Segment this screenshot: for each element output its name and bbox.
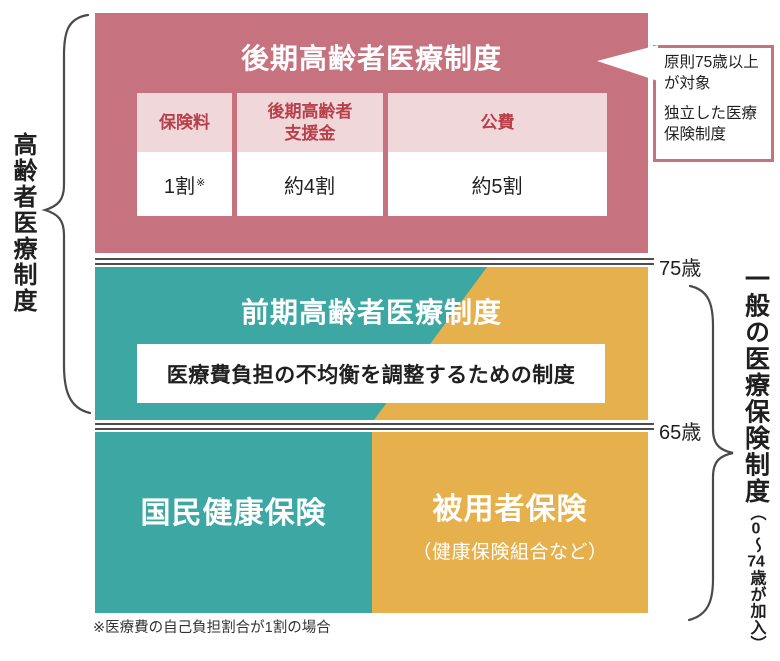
age-75-label: 75歳 <box>659 258 702 280</box>
left-brace <box>41 13 92 415</box>
annotation-line-1: 原則75歳以上 が対象 <box>664 54 759 92</box>
footnote-marker: ※ <box>195 176 206 189</box>
annotation-bubble: 原則75歳以上 が対象 独立した医療 保険制度 <box>653 45 774 162</box>
hiyousha-label: 被用者保険 <box>432 492 588 526</box>
kokuho-box: 国民健康保険 <box>95 432 372 613</box>
zenki-title: 前期高齢者医療制度 <box>240 297 502 328</box>
right-vertical-label: 一般の医療保険制度（0〜74歳が加入） <box>741 266 770 661</box>
column-header: 後期高齢者 支援金 <box>237 93 383 152</box>
column-value: 約4割 <box>237 152 383 216</box>
column-header: 保険料 <box>137 93 232 152</box>
right-brace <box>687 284 734 622</box>
annotation-line-2: 独立した医療 保険制度 <box>664 104 758 143</box>
table-column-public-funds: 公費 約5割 <box>388 93 607 216</box>
column-value: 約5割 <box>388 152 607 216</box>
right-label-paren: （0〜74歳が加入） <box>747 504 765 653</box>
kouki-funding-table: 保険料 1割※ 後期高齢者 支援金 約4割 公費 約5割 <box>137 93 607 216</box>
age-65-label: 65歳 <box>659 422 702 444</box>
left-vertical-label: 高齢者医療制度 <box>9 132 36 314</box>
kouki-title: 後期高齢者医療制度 <box>240 43 502 74</box>
age-75-line <box>95 258 654 265</box>
hiyousha-box: 被用者保険 （健康保険組合など） <box>372 432 648 613</box>
footnote: ※医療費の自己負担割合が1割の場合 <box>93 620 331 636</box>
zenki-description-strip: 医療費負担の不均衡を調整するための制度 <box>137 344 605 403</box>
age-65-line <box>95 423 654 430</box>
hiyousha-sublabel: （健康保険組合など） <box>412 541 608 563</box>
column-header: 公費 <box>388 93 607 152</box>
zenki-description: 医療費負担の不均衡を調整するための制度 <box>166 363 576 387</box>
table-column-premium: 保険料 1割※ <box>137 93 232 216</box>
right-label-main: 一般の医療保険制度 <box>741 266 770 505</box>
zenki-section: 前期高齢者医療制度 医療費負担の不均衡を調整するための制度 <box>95 267 648 420</box>
kouki-section: 後期高齢者医療制度 保険料 1割※ 後期高齢者 支援金 約4割 公費 約5割 <box>95 13 648 253</box>
table-column-support: 後期高齢者 支援金 約4割 <box>237 93 383 216</box>
kokuho-label: 国民健康保険 <box>140 496 327 530</box>
column-value: 1割※ <box>137 152 232 216</box>
